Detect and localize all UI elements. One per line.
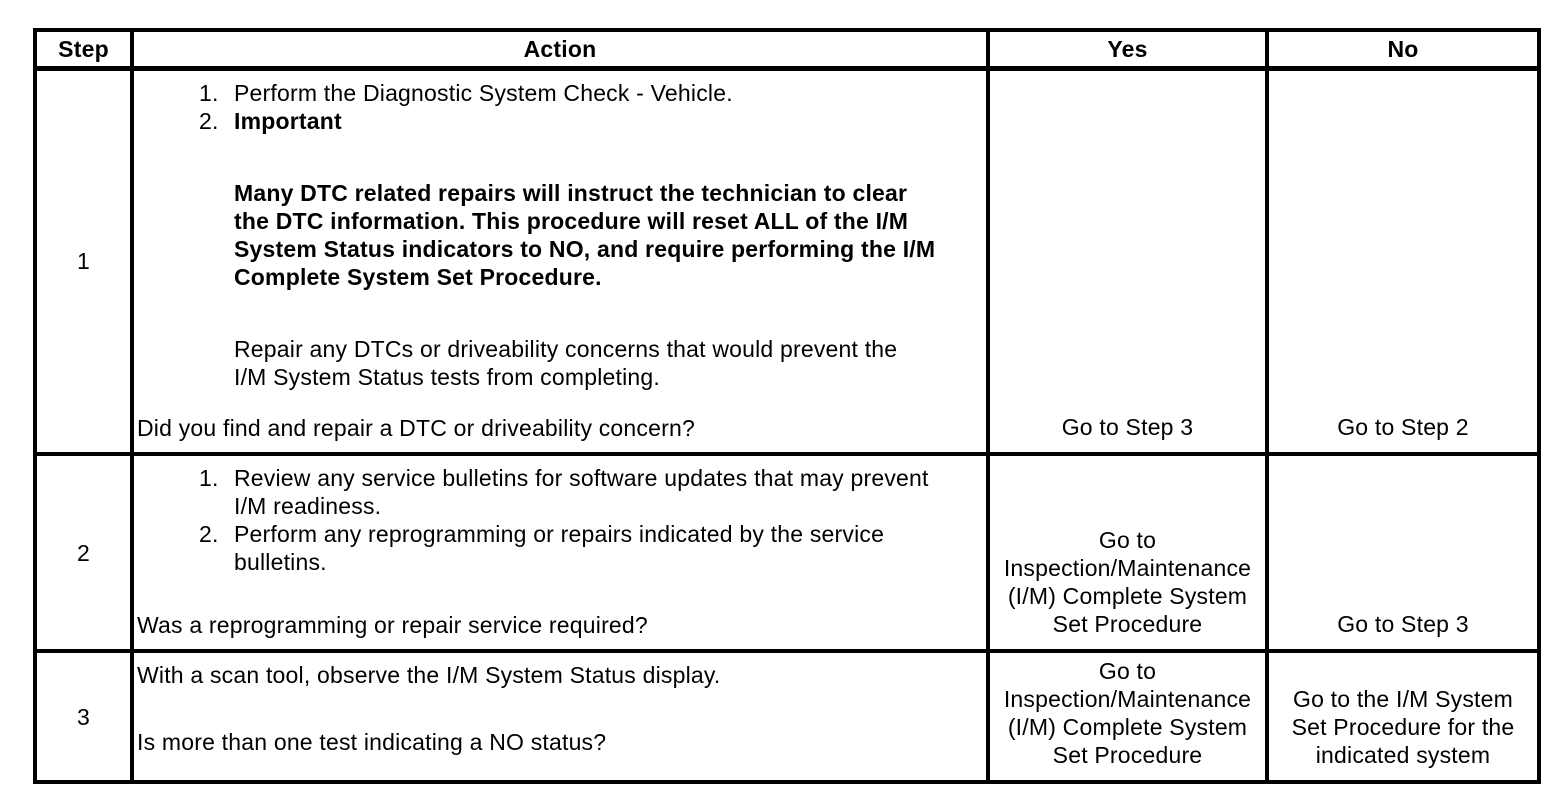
list-item-text: Important (234, 107, 342, 134)
list-item: 2. Important (137, 107, 978, 135)
action-cell: With a scan tool, observe the I/M System… (130, 649, 990, 784)
yes-result: Go to Inspection/Maintenance (I/M) Compl… (1003, 527, 1252, 637)
important-note-paragraph: Many DTC related repairs will instruct t… (234, 179, 936, 290)
no-cell: Go to Step 3 (1265, 452, 1541, 653)
no-cell: Go to the I/M System Set Procedure for t… (1265, 649, 1541, 784)
list-item: 1. Review any service bulletins for soft… (137, 464, 978, 520)
yes-cell: Go to Inspection/Maintenance (I/M) Compl… (986, 452, 1269, 653)
no-result: Go to the I/M System Set Procedure for t… (1291, 686, 1515, 768)
list-item-number: 2. (199, 107, 219, 134)
no-cell: Go to Step 2 (1265, 66, 1541, 456)
list-item: 2. Perform any reprogramming or repairs … (137, 520, 978, 576)
yes-result: Go to Step 3 (1061, 414, 1194, 440)
step-number: 3 (77, 703, 90, 730)
column-header-step: Step (33, 28, 134, 71)
step-cell: 2 (33, 452, 134, 653)
step-question: Did you find and repair a DTC or driveab… (137, 415, 695, 441)
list-item: 1. Perform the Diagnostic System Check -… (137, 79, 978, 107)
column-header-yes: Yes (986, 28, 1269, 71)
list-item-number: 1. (199, 465, 219, 491)
list-item-text: Perform any reprogramming or repairs ind… (234, 521, 885, 575)
action-numbered-list: 1. Perform the Diagnostic System Check -… (137, 79, 978, 135)
list-item-text: Review any service bulletins for softwar… (234, 465, 929, 519)
table-row: 2 1. Review any service bulletins for so… (33, 452, 1541, 653)
action-numbered-list: 1. Review any service bulletins for soft… (137, 464, 978, 576)
step-number: 2 (77, 539, 90, 566)
column-header-no: No (1265, 28, 1541, 71)
no-result: Go to Step 3 (1337, 611, 1469, 637)
action-cell: 1. Review any service bulletins for soft… (130, 452, 990, 653)
table-row: 1 1. Perform the Diagnostic System Check… (33, 66, 1541, 456)
action-statement: With a scan tool, observe the I/M System… (137, 662, 721, 688)
step-question: Was a reprogramming or repair service re… (137, 612, 648, 638)
step-cell: 3 (33, 649, 134, 784)
list-item-text: Perform the Diagnostic System Check - Ve… (234, 79, 733, 106)
step-number: 1 (77, 248, 90, 275)
list-item-number: 2. (199, 521, 219, 547)
column-header-action: Action (130, 28, 990, 71)
action-cell: 1. Perform the Diagnostic System Check -… (130, 66, 990, 456)
step-question: Is more than one test indicating a NO st… (137, 729, 607, 755)
step-cell: 1 (33, 66, 134, 456)
action-paragraph: Repair any DTCs or driveability concerns… (234, 335, 898, 390)
table-header-row: Step Action Yes No (33, 28, 1541, 71)
list-item-number: 1. (199, 79, 219, 106)
yes-cell: Go to Step 3 (986, 66, 1269, 456)
yes-result: Go to Inspection/Maintenance (I/M) Compl… (1003, 658, 1252, 768)
diagnostic-procedure-table: Step Action Yes No 1 1. Perform the Diag… (33, 28, 1541, 784)
yes-cell: Go to Inspection/Maintenance (I/M) Compl… (986, 649, 1269, 784)
table-row: 3 With a scan tool, observe the I/M Syst… (33, 649, 1541, 784)
no-result: Go to Step 2 (1337, 414, 1469, 440)
